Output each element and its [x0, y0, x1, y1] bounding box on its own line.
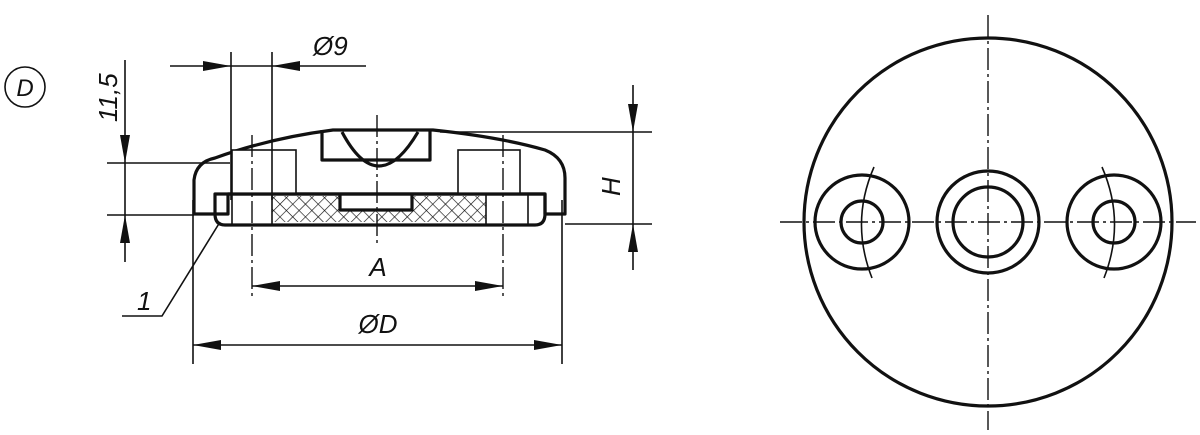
svg-text:Ø9: Ø9: [312, 31, 348, 61]
dimension-hole-diameter: Ø9: [170, 31, 366, 200]
recess-right: [457, 149, 521, 195]
recess-left: [231, 149, 297, 195]
top-view: [780, 15, 1196, 430]
center-counterbore: [320, 130, 432, 162]
dimension-hole-spacing: A: [252, 252, 503, 291]
variant-letter: D: [16, 75, 33, 102]
left-hole-arc: [860, 166, 875, 279]
dimension-overall-height: H: [440, 85, 652, 270]
svg-text:H: H: [596, 177, 626, 196]
right-hole-counterbore: [1065, 173, 1163, 271]
center-hole-inner: [951, 185, 1025, 259]
marker-circle-icon: [4, 66, 46, 108]
svg-text:A: A: [367, 252, 386, 282]
center-cup: [340, 131, 420, 168]
right-hole-arc: [1101, 166, 1116, 279]
pad-crosshatch-center: [340, 210, 412, 222]
svg-text:ØD: ØD: [358, 309, 398, 339]
pad-crosshatch-right: [412, 196, 486, 222]
svg-text:1: 1: [137, 286, 151, 316]
pad-center-boss: [338, 194, 414, 212]
dimension-base-diameter: ØD: [192, 200, 563, 364]
pad-crosshatch-left: [272, 196, 340, 222]
side-view-section: [192, 115, 567, 300]
item-callout: 1: [122, 221, 221, 317]
base-pad: [213, 192, 547, 227]
body-section: [192, 128, 567, 216]
svg-text:11,5: 11,5: [93, 73, 123, 122]
center-hole-outer: [935, 169, 1041, 275]
left-hole-counterbore: [813, 173, 911, 271]
variant-marker: D: [4, 66, 46, 108]
dimension-recess-height: 11,5: [93, 60, 230, 262]
